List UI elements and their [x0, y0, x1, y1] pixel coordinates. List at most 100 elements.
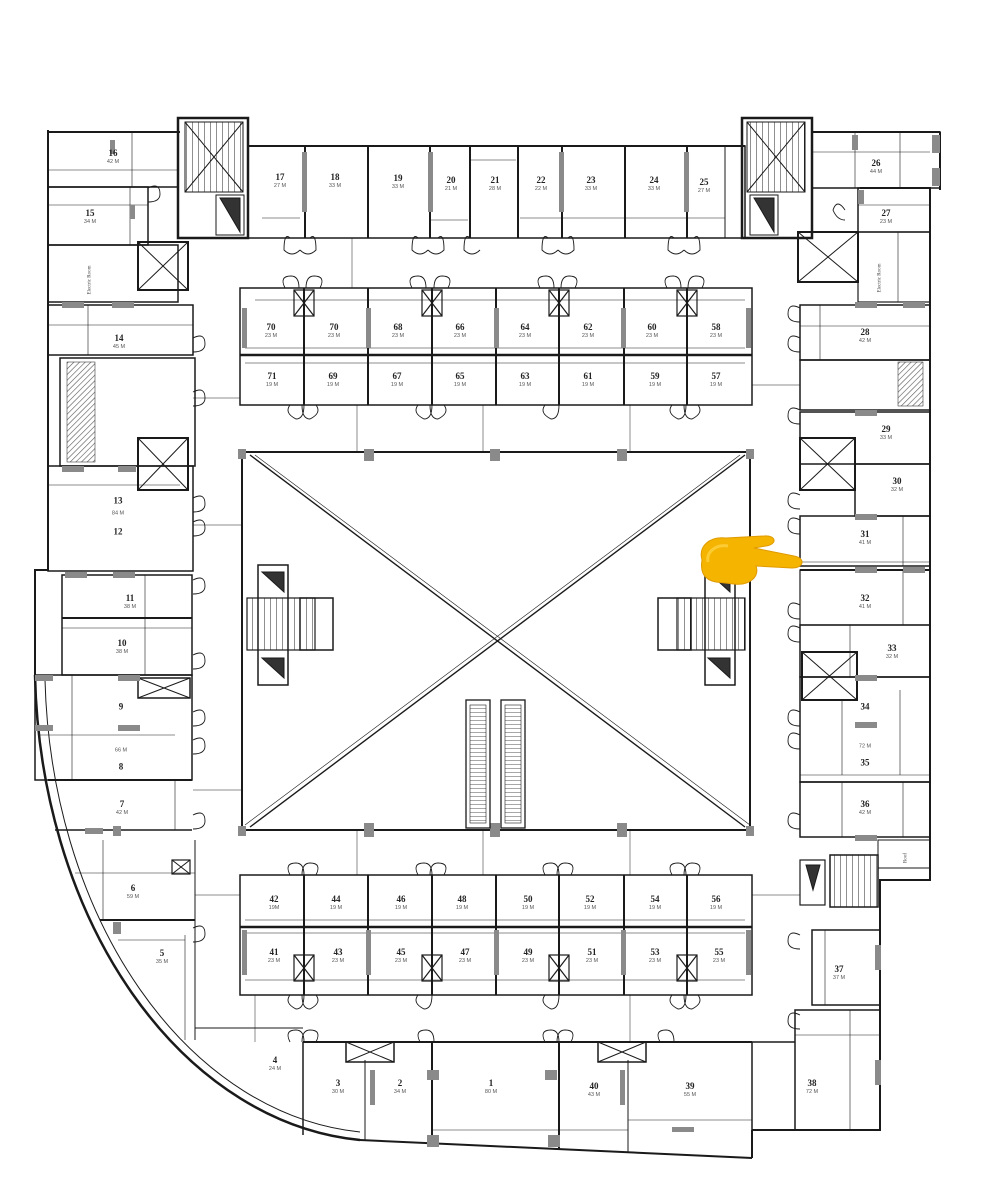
unit-area: 19 M	[648, 904, 662, 911]
unit-area: 19 M	[326, 381, 340, 388]
unit-number: 39	[685, 1080, 695, 1091]
unit-number: 24	[649, 174, 659, 185]
unit-area: 23 M	[327, 332, 341, 339]
unit-area: 44 M	[869, 168, 883, 175]
unit-number: 61	[583, 370, 593, 381]
unit-area: 23 M	[709, 332, 723, 339]
unit-35: 35	[860, 757, 870, 768]
room-label: Electric Room	[877, 263, 883, 293]
unit-area: 23 M	[521, 957, 535, 964]
unit-area: 19 M	[329, 904, 343, 911]
unit-number: 22	[536, 174, 546, 185]
unit-area: 34 M	[393, 1088, 407, 1095]
unit-area: 23 M	[331, 957, 345, 964]
unit-number: 50	[523, 893, 533, 904]
unit-number: 11	[125, 592, 135, 603]
unit-area: 38 M	[123, 603, 137, 610]
unit-area: 33 M	[647, 185, 661, 192]
unit-area: 19M	[268, 904, 280, 911]
unit-area: 34 M	[83, 218, 97, 225]
unit-area: 19 M	[581, 381, 595, 388]
unit-area: 21 M	[444, 185, 458, 192]
unit-number: 40	[589, 1080, 599, 1091]
unit-area: 19 M	[521, 904, 535, 911]
unit-number: 7	[119, 798, 125, 809]
unit-number: 67	[392, 370, 402, 381]
unit-area: 55 M	[683, 1091, 697, 1098]
unit-number: 16	[108, 147, 118, 158]
unit-area: 19 M	[453, 381, 467, 388]
unit-number: 36	[860, 798, 870, 809]
unit-number: 51	[587, 946, 597, 957]
stair-core-top-right	[740, 116, 814, 240]
unit-area: 33 M	[584, 185, 598, 192]
unit-number: 17	[275, 171, 285, 182]
top-row-units	[247, 145, 746, 239]
pointing-hand-icon	[700, 535, 803, 585]
unit-area: 19 M	[518, 381, 532, 388]
left-wing-columns	[62, 140, 136, 472]
unit-number: 37	[834, 963, 844, 974]
left-lower-columns	[35, 572, 140, 934]
unit-number: 66	[455, 321, 465, 332]
unit-number: 33	[887, 642, 897, 653]
unit-area: 37 M	[832, 974, 846, 981]
unit-area: 33 M	[328, 182, 342, 189]
top-row-columns	[302, 152, 689, 212]
unit-number: 20	[446, 174, 456, 185]
atrium-stair-right	[657, 564, 746, 686]
unit-area: 23 M	[645, 332, 659, 339]
unit-area: 24 M	[268, 1065, 282, 1072]
unit-number: 71	[267, 370, 277, 381]
unit-number: 29	[881, 423, 891, 434]
unit-12: 12	[113, 526, 123, 537]
unit-area: 19 M	[583, 904, 597, 911]
unit-area: 33 M	[879, 434, 893, 441]
left-wing	[47, 131, 196, 572]
unit-number: 10	[117, 637, 127, 648]
unit-number: 68	[393, 321, 403, 332]
unit-number: 4	[272, 1054, 278, 1065]
unit-area: 32 M	[885, 653, 899, 660]
unit-number: 27	[881, 207, 891, 218]
bottom-row-units	[195, 1027, 753, 1152]
unit-8: 8	[118, 761, 124, 772]
unit-number: 55	[714, 946, 724, 957]
unit-area: 45 M	[112, 343, 126, 350]
unit-number: 43	[333, 946, 343, 957]
unit-area: 32 M	[890, 486, 904, 493]
unit-area: 72 M	[858, 743, 872, 750]
unit-area: 30 M	[331, 1088, 345, 1095]
unit-area: 41 M	[858, 539, 872, 546]
unit-area: 19 M	[709, 381, 723, 388]
